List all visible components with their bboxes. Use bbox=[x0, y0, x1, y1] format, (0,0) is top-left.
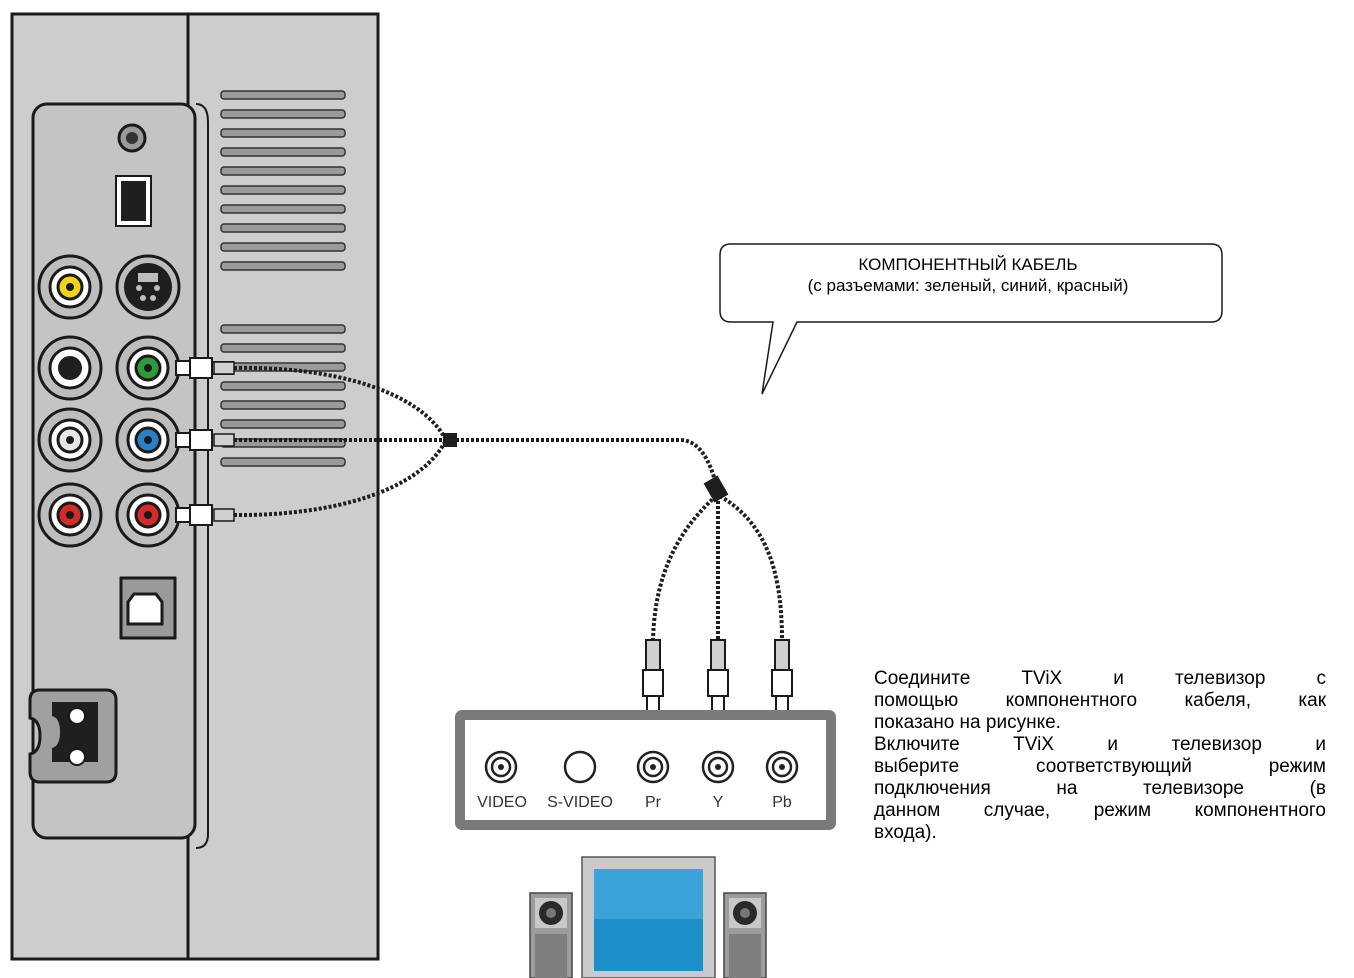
red-jack-icon bbox=[115, 482, 181, 548]
callout-subtitle: (с разъемами: зеленый, синий, красный) bbox=[807, 276, 1129, 295]
black-jack-icon bbox=[37, 335, 103, 401]
right-speaker-icon bbox=[723, 892, 767, 978]
tv-video-jack-icon bbox=[484, 750, 518, 784]
optical-port-icon bbox=[115, 175, 152, 227]
tv-s-video-jack-icon bbox=[563, 750, 597, 784]
s-video-jack-icon bbox=[115, 254, 181, 320]
instruction-line: данном случае, режим компонентного bbox=[874, 800, 1326, 821]
blue-jack-icon bbox=[115, 407, 181, 473]
tv-set-icon bbox=[529, 856, 767, 978]
callout-title: КОМПОНЕНТНЫЙ КАБЕЛЬ bbox=[858, 255, 1078, 274]
tv-plug-y bbox=[707, 639, 729, 713]
rca-plug-red bbox=[175, 504, 235, 526]
green-jack-icon bbox=[115, 335, 181, 401]
instruction-line: входа). bbox=[874, 822, 937, 843]
tv-y-jack-icon bbox=[701, 750, 735, 784]
instruction-line: помощью компонентного кабеля, как bbox=[874, 690, 1326, 711]
tv-pr-jack-icon bbox=[636, 750, 670, 784]
vent-grille bbox=[220, 90, 346, 467]
left-speaker-icon bbox=[529, 892, 573, 978]
tv-plug-pr bbox=[642, 639, 664, 713]
port-label-y: Y bbox=[713, 794, 724, 811]
instruction-line: выберите соответствующий режим bbox=[874, 756, 1326, 777]
instruction-line: подключения на телевизоре (в bbox=[874, 778, 1326, 799]
callout-text: КОМПОНЕНТНЫЙ КАБЕЛЬ (с разъемами: зелены… bbox=[718, 254, 1218, 296]
red-audio-jack-icon bbox=[37, 482, 103, 548]
instruction-line: показано на рисунке. bbox=[874, 712, 1061, 733]
tv-input-panel: VIDEO S-VIDEO Pr Y Pb bbox=[455, 710, 836, 830]
port-label-pr: Pr bbox=[645, 794, 662, 811]
white-jack-icon bbox=[37, 407, 103, 473]
callout-bubble bbox=[719, 243, 1223, 395]
tv-monitor-icon bbox=[581, 856, 716, 978]
port-label-pb: Pb bbox=[772, 794, 792, 811]
usb-port-icon bbox=[119, 576, 177, 640]
instruction-line: Соедините TViX и телевизор с bbox=[874, 668, 1326, 689]
tv-plug-pb bbox=[771, 639, 793, 713]
instruction-line: Включите TViX и телевизор и bbox=[874, 734, 1326, 755]
power-socket-icon bbox=[28, 688, 118, 784]
tv-pb-jack-icon bbox=[765, 750, 799, 784]
instructions-text: Соедините TViX и телевизор с помощью ком… bbox=[874, 668, 1326, 844]
cable-splitter-1 bbox=[443, 433, 457, 447]
composite-jack-icon bbox=[37, 254, 103, 320]
rca-plug-green bbox=[175, 357, 235, 379]
port-label-s-video: S-VIDEO bbox=[547, 794, 613, 811]
port-label-video: VIDEO bbox=[477, 794, 527, 811]
component-cable bbox=[233, 365, 784, 641]
cable-splitter-2 bbox=[703, 475, 729, 503]
audio-jack-icon bbox=[117, 123, 147, 153]
